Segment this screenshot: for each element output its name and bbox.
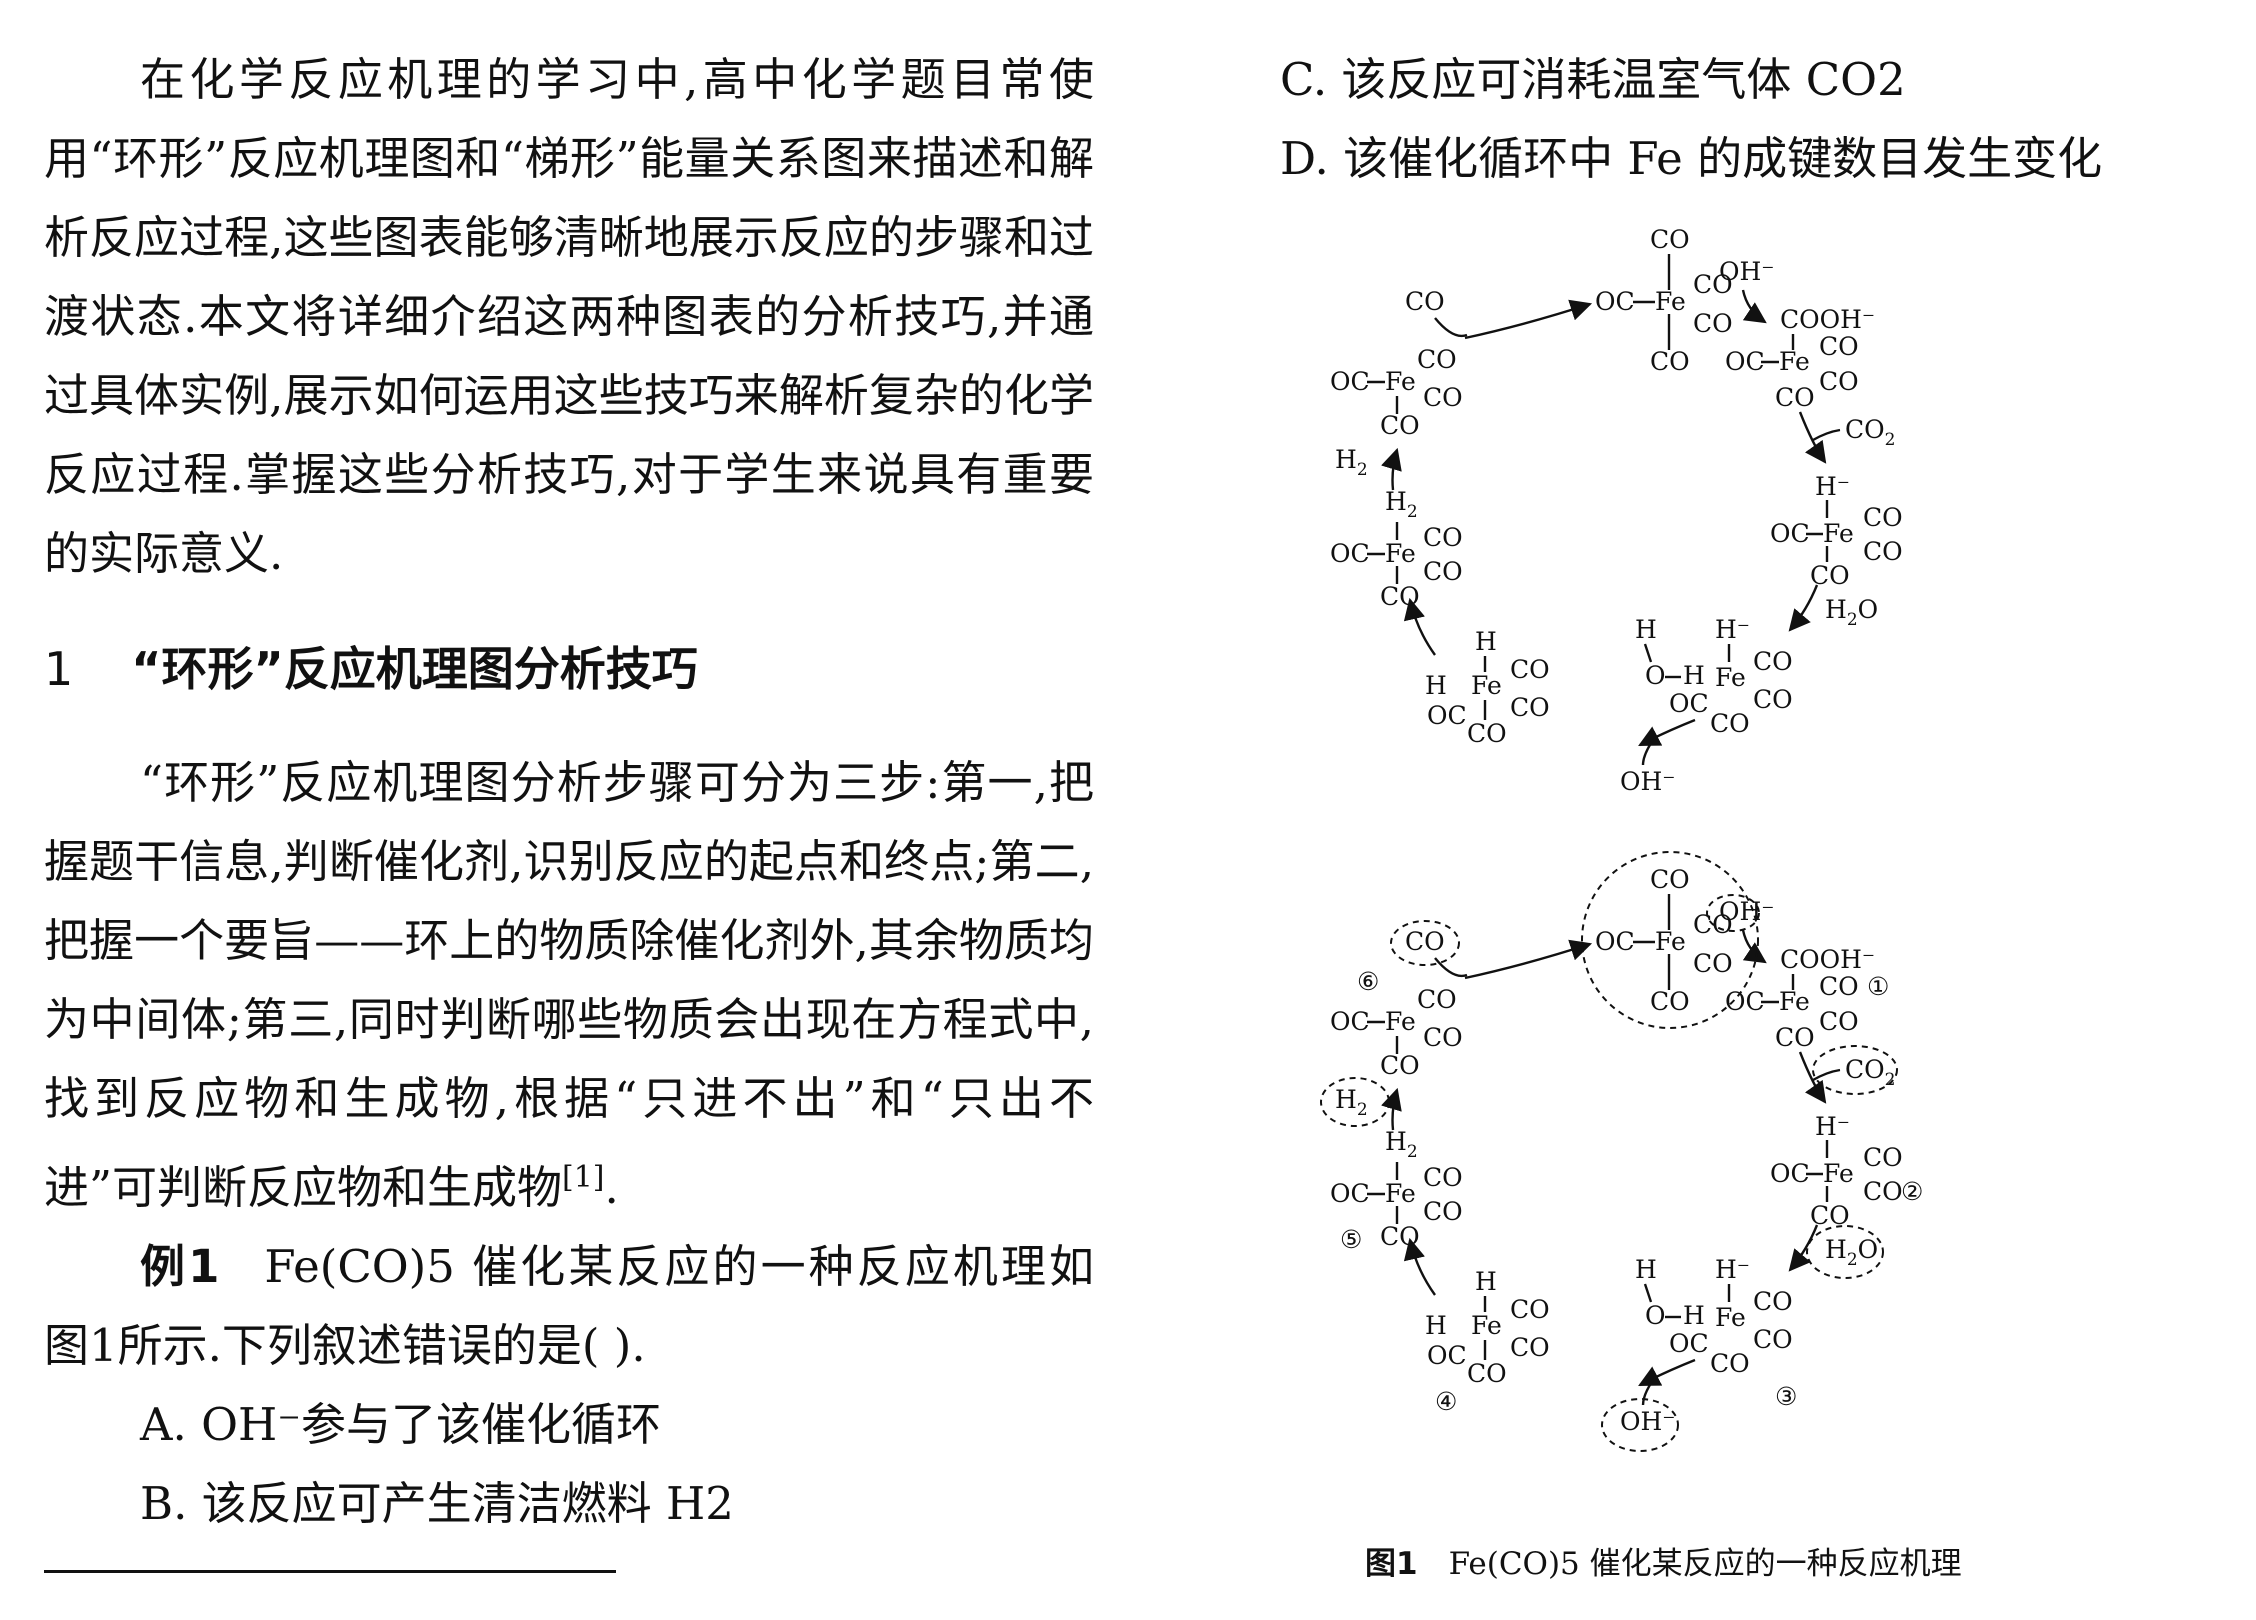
oc-label: OC <box>1770 519 1810 548</box>
marker-3: ③ <box>1775 1382 1797 1411</box>
fe-label: Fe <box>1715 663 1746 692</box>
co2-label: CO2 <box>1845 415 1895 450</box>
oc-label: OC <box>1669 689 1709 718</box>
citation: [1] <box>562 1160 605 1195</box>
fe-co5-catalyst: CO OC Fe CO CO CO <box>1595 225 1733 376</box>
option-c: C. 该反应可消耗温室气体 CO2 <box>1280 53 1906 106</box>
option-a: A. OH⁻参与了该催化循环 <box>140 1398 661 1451</box>
fe-label: Fe <box>1471 671 1502 700</box>
h-label: H <box>1425 671 1447 700</box>
figure-caption: 图1 Fe(CO)5 催化某反应的一种反应机理 <box>1365 1538 1962 1583</box>
co-label: CO <box>1819 367 1859 396</box>
left-column: 在化学反应机理的学习中,高中化学题目常使用“环形”反应机理图和“梯形”能量关系图… <box>44 40 1094 1543</box>
h-minus-label: H⁻ <box>1715 615 1750 644</box>
example-label: 例1 <box>140 1240 220 1293</box>
example-question-text: Fe(CO)5 催化某反应的一种反应机理如图1所示.下列叙述错误的是( ). <box>44 1240 1095 1372</box>
example-question: 例1 Fe(CO)5 催化某反应的一种反应机理如图1所示.下列叙述错误的是( )… <box>44 1227 1094 1385</box>
fe-dihydride-intermediate: H H Fe CO CO OC CO <box>1425 627 1550 748</box>
co-label: CO <box>1693 309 1733 338</box>
co-label: CO <box>1510 693 1550 722</box>
co-label: CO <box>1753 685 1793 714</box>
co-label: CO <box>1775 383 1815 412</box>
h-label: H <box>1683 661 1705 690</box>
co-label: CO <box>1650 347 1690 376</box>
steps-end: . <box>604 1161 619 1214</box>
steps-text: “环形”反应机理图分析步骤可分为三步:第一,把握题干信息,判断催化剂,识别反应的… <box>44 756 1094 1214</box>
steps-paragraph: “环形”反应机理图分析步骤可分为三步:第一,把握题干信息,判断催化剂,识别反应的… <box>44 743 1094 1227</box>
h-minus-label: H⁻ <box>1815 472 1850 501</box>
marker-2: ② <box>1901 1177 1923 1206</box>
co-label: CO <box>1650 225 1690 254</box>
co-label: CO <box>1423 523 1463 552</box>
fe-label: Fe <box>1779 347 1810 376</box>
oh-label: OH⁻ <box>1719 257 1775 286</box>
marker-5: ⑤ <box>1340 1225 1362 1254</box>
caption-label: 图1 <box>1365 1546 1418 1582</box>
co-label: CO <box>1423 557 1463 586</box>
co-label: CO <box>1417 345 1457 374</box>
annotated-cycle <box>1330 865 1903 1436</box>
marker-4: ④ <box>1435 1387 1457 1416</box>
oc-label: OC <box>1330 367 1370 396</box>
co-label: CO <box>1467 719 1507 748</box>
h2-label: H2 <box>1335 445 1368 480</box>
section-heading: 1 “环形”反应机理图分析技巧 <box>44 629 1094 709</box>
fe-label: Fe <box>1823 519 1854 548</box>
oc-label: OC <box>1725 347 1765 376</box>
oc-label: OC <box>1595 287 1635 316</box>
fe-h2-intermediate: H2 OC Fe CO CO CO <box>1330 487 1463 611</box>
option-d: D. 该催化循环中 Fe 的成键数目发生变化 <box>1280 132 2103 185</box>
fe-label: Fe <box>1385 539 1416 568</box>
section-title: “环形”反应机理图分析技巧 <box>131 642 698 696</box>
fe-label: Fe <box>1385 367 1416 396</box>
co-label: CO <box>1380 582 1420 611</box>
option-b: B. 该反应可产生清洁燃料 H2 <box>140 1477 734 1530</box>
co-label: CO <box>1423 383 1463 412</box>
footnote-rule <box>44 1570 616 1573</box>
co-label: CO <box>1753 647 1793 676</box>
co-label: CO <box>1819 332 1859 361</box>
marker-1: ① <box>1867 972 1889 1001</box>
co-label: CO <box>1693 270 1733 299</box>
catalytic-cycle: CO OC Fe CO CO CO OH⁻ COOH⁻ OC Fe CO CO … <box>1330 225 1903 796</box>
h-label: H <box>1635 615 1657 644</box>
section-number: 1 <box>44 642 74 696</box>
oh-label: OH⁻ <box>1620 767 1676 796</box>
co-label: CO <box>1510 655 1550 684</box>
fe-co4-intermediate: OC Fe CO CO CO <box>1330 345 1463 440</box>
co-label: CO <box>1405 287 1445 316</box>
annotations: ① ② ③ ④ ⑤ ⑥ <box>1320 851 1923 1452</box>
co-label: CO <box>1863 537 1903 566</box>
oc-label: OC <box>1427 701 1467 730</box>
co-label: CO <box>1380 411 1420 440</box>
o-label: O <box>1645 661 1666 690</box>
fe-water-intermediate: H⁻ H O H Fe CO CO OC CO <box>1635 615 1793 738</box>
intro-paragraph: 在化学反应机理的学习中,高中化学题目常使用“环形”反应机理图和“梯形”能量关系图… <box>44 53 1094 580</box>
oc-label: OC <box>1330 539 1370 568</box>
h2o-label: H2O <box>1825 595 1878 630</box>
reaction-mechanism-figure: CO OC Fe CO CO CO OH⁻ COOH⁻ OC Fe CO CO … <box>1320 225 1923 1452</box>
right-column: C. 该反应可消耗温室气体 CO2 D. 该催化循环中 Fe 的成键数目发生变化 <box>1280 40 2210 198</box>
caption-text: Fe(CO)5 催化某反应的一种反应机理 <box>1448 1546 1962 1582</box>
h-label: H <box>1475 627 1497 656</box>
co-label: CO <box>1710 709 1750 738</box>
fe-hydride-intermediate: H⁻ OC Fe CO CO CO <box>1770 472 1903 590</box>
fe-label: Fe <box>1655 287 1686 316</box>
fe-cooh-intermediate: COOH⁻ OC Fe CO CO CO <box>1725 305 1875 412</box>
h2-label: H2 <box>1385 487 1418 522</box>
marker-6: ⑥ <box>1357 967 1379 996</box>
co-label: CO <box>1863 503 1903 532</box>
cooh-label: COOH⁻ <box>1780 305 1875 334</box>
